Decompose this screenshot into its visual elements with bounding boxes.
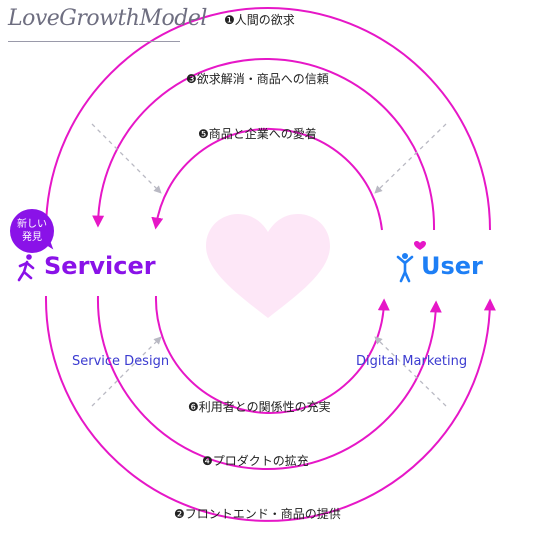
loop-label-4: ❹プロダクトの拡充	[202, 454, 309, 468]
loop-arc-1	[45, 7, 491, 231]
dashed-connector	[374, 123, 447, 194]
badge-line-1: 新しい	[17, 219, 47, 230]
person-arms-raised-icon	[396, 253, 414, 283]
loop-arc-6	[154, 295, 390, 415]
loop-arc-5	[151, 127, 383, 231]
dashed-connector	[91, 123, 162, 194]
dashed-connector	[374, 336, 447, 407]
small-heart-icon	[414, 241, 426, 250]
loop-label-3: ❸欲求解消・商品への信頼	[186, 72, 329, 86]
logo-underline	[8, 41, 180, 42]
service-design-label: Service Design	[72, 354, 170, 369]
heart-icon	[206, 214, 330, 318]
loop-label-6: ❻利用者との関係性の充実	[188, 400, 331, 414]
loop-label-5: ❺商品と企業への愛着	[198, 127, 317, 141]
loop-arc-2	[44, 295, 496, 522]
loop-label-2: ❷フロントエンド・商品の提供	[174, 507, 341, 521]
dashed-connector	[91, 336, 162, 407]
logo: LoveGrowthModel	[8, 6, 207, 31]
servicer-label: Servicer	[44, 252, 156, 280]
user-label: User	[421, 252, 483, 280]
running-person-icon	[17, 254, 35, 282]
digital-marketing-label: Digital Marketing	[356, 354, 468, 369]
loop-arc-4	[96, 295, 442, 470]
badge-line-2: 発見	[22, 232, 42, 243]
new-discovery-badge: 新しい 発見	[10, 209, 54, 253]
loop-label-1: ❶人間の欲求	[224, 13, 295, 27]
